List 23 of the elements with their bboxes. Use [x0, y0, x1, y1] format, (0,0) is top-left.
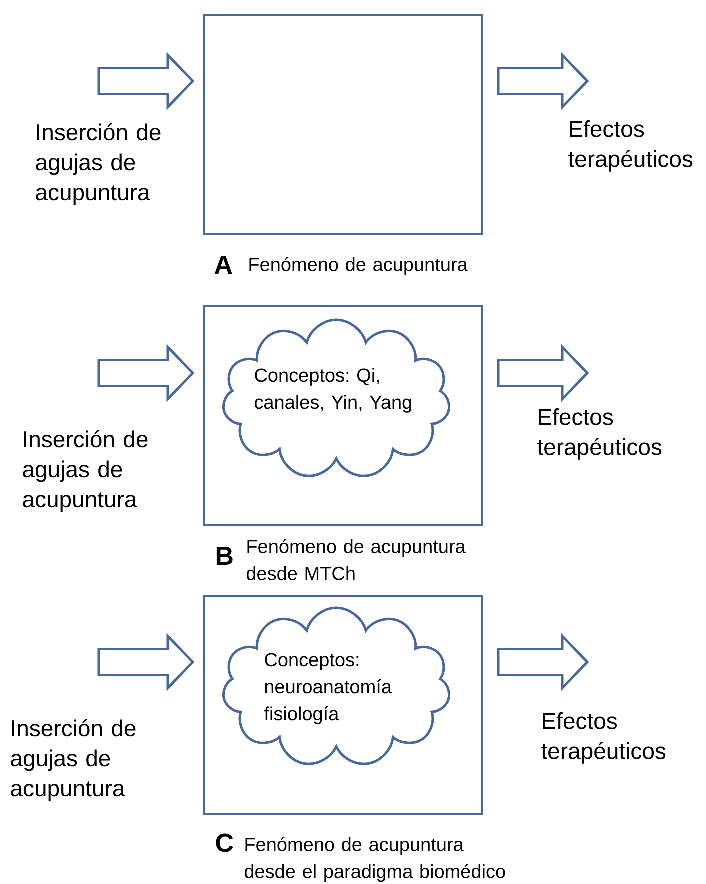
block-arrow — [497, 52, 590, 110]
frame-box — [203, 14, 484, 236]
panel-letter: A — [214, 256, 232, 274]
frame-box — [203, 305, 484, 526]
concept-cloud: Conceptos: neuroanatomía fisiología — [222, 606, 451, 766]
block-arrow — [98, 52, 195, 110]
block-arrow — [497, 633, 590, 692]
block-arrow — [98, 633, 195, 692]
caption: Fenómeno de acupuntura desde el paradigma biomédico — [245, 837, 506, 882]
side-label: Efectos terapéuticos — [538, 408, 662, 460]
block-arrow — [497, 344, 590, 402]
panel-letter: C — [216, 834, 234, 852]
side-label: Inserción de agujas de acupuntura — [11, 720, 136, 802]
side-label: Efectos terapéuticos — [542, 712, 666, 764]
caption: Fenómeno de acupuntura desde MTCh — [247, 539, 466, 580]
side-label: Inserción de agujas de acupuntura — [23, 430, 148, 512]
side-label: Efectos terapéuticos — [568, 120, 693, 172]
concept-cloud: Conceptos: Qi, canales, Yin, Yang — [222, 318, 451, 478]
block-arrow — [98, 344, 195, 402]
side-label: Inserción de agujas de acupuntura — [36, 124, 161, 206]
panel-letter: B — [216, 547, 233, 565]
caption: Fenómeno de acupuntura — [250, 257, 468, 276]
frame-box — [203, 595, 484, 816]
